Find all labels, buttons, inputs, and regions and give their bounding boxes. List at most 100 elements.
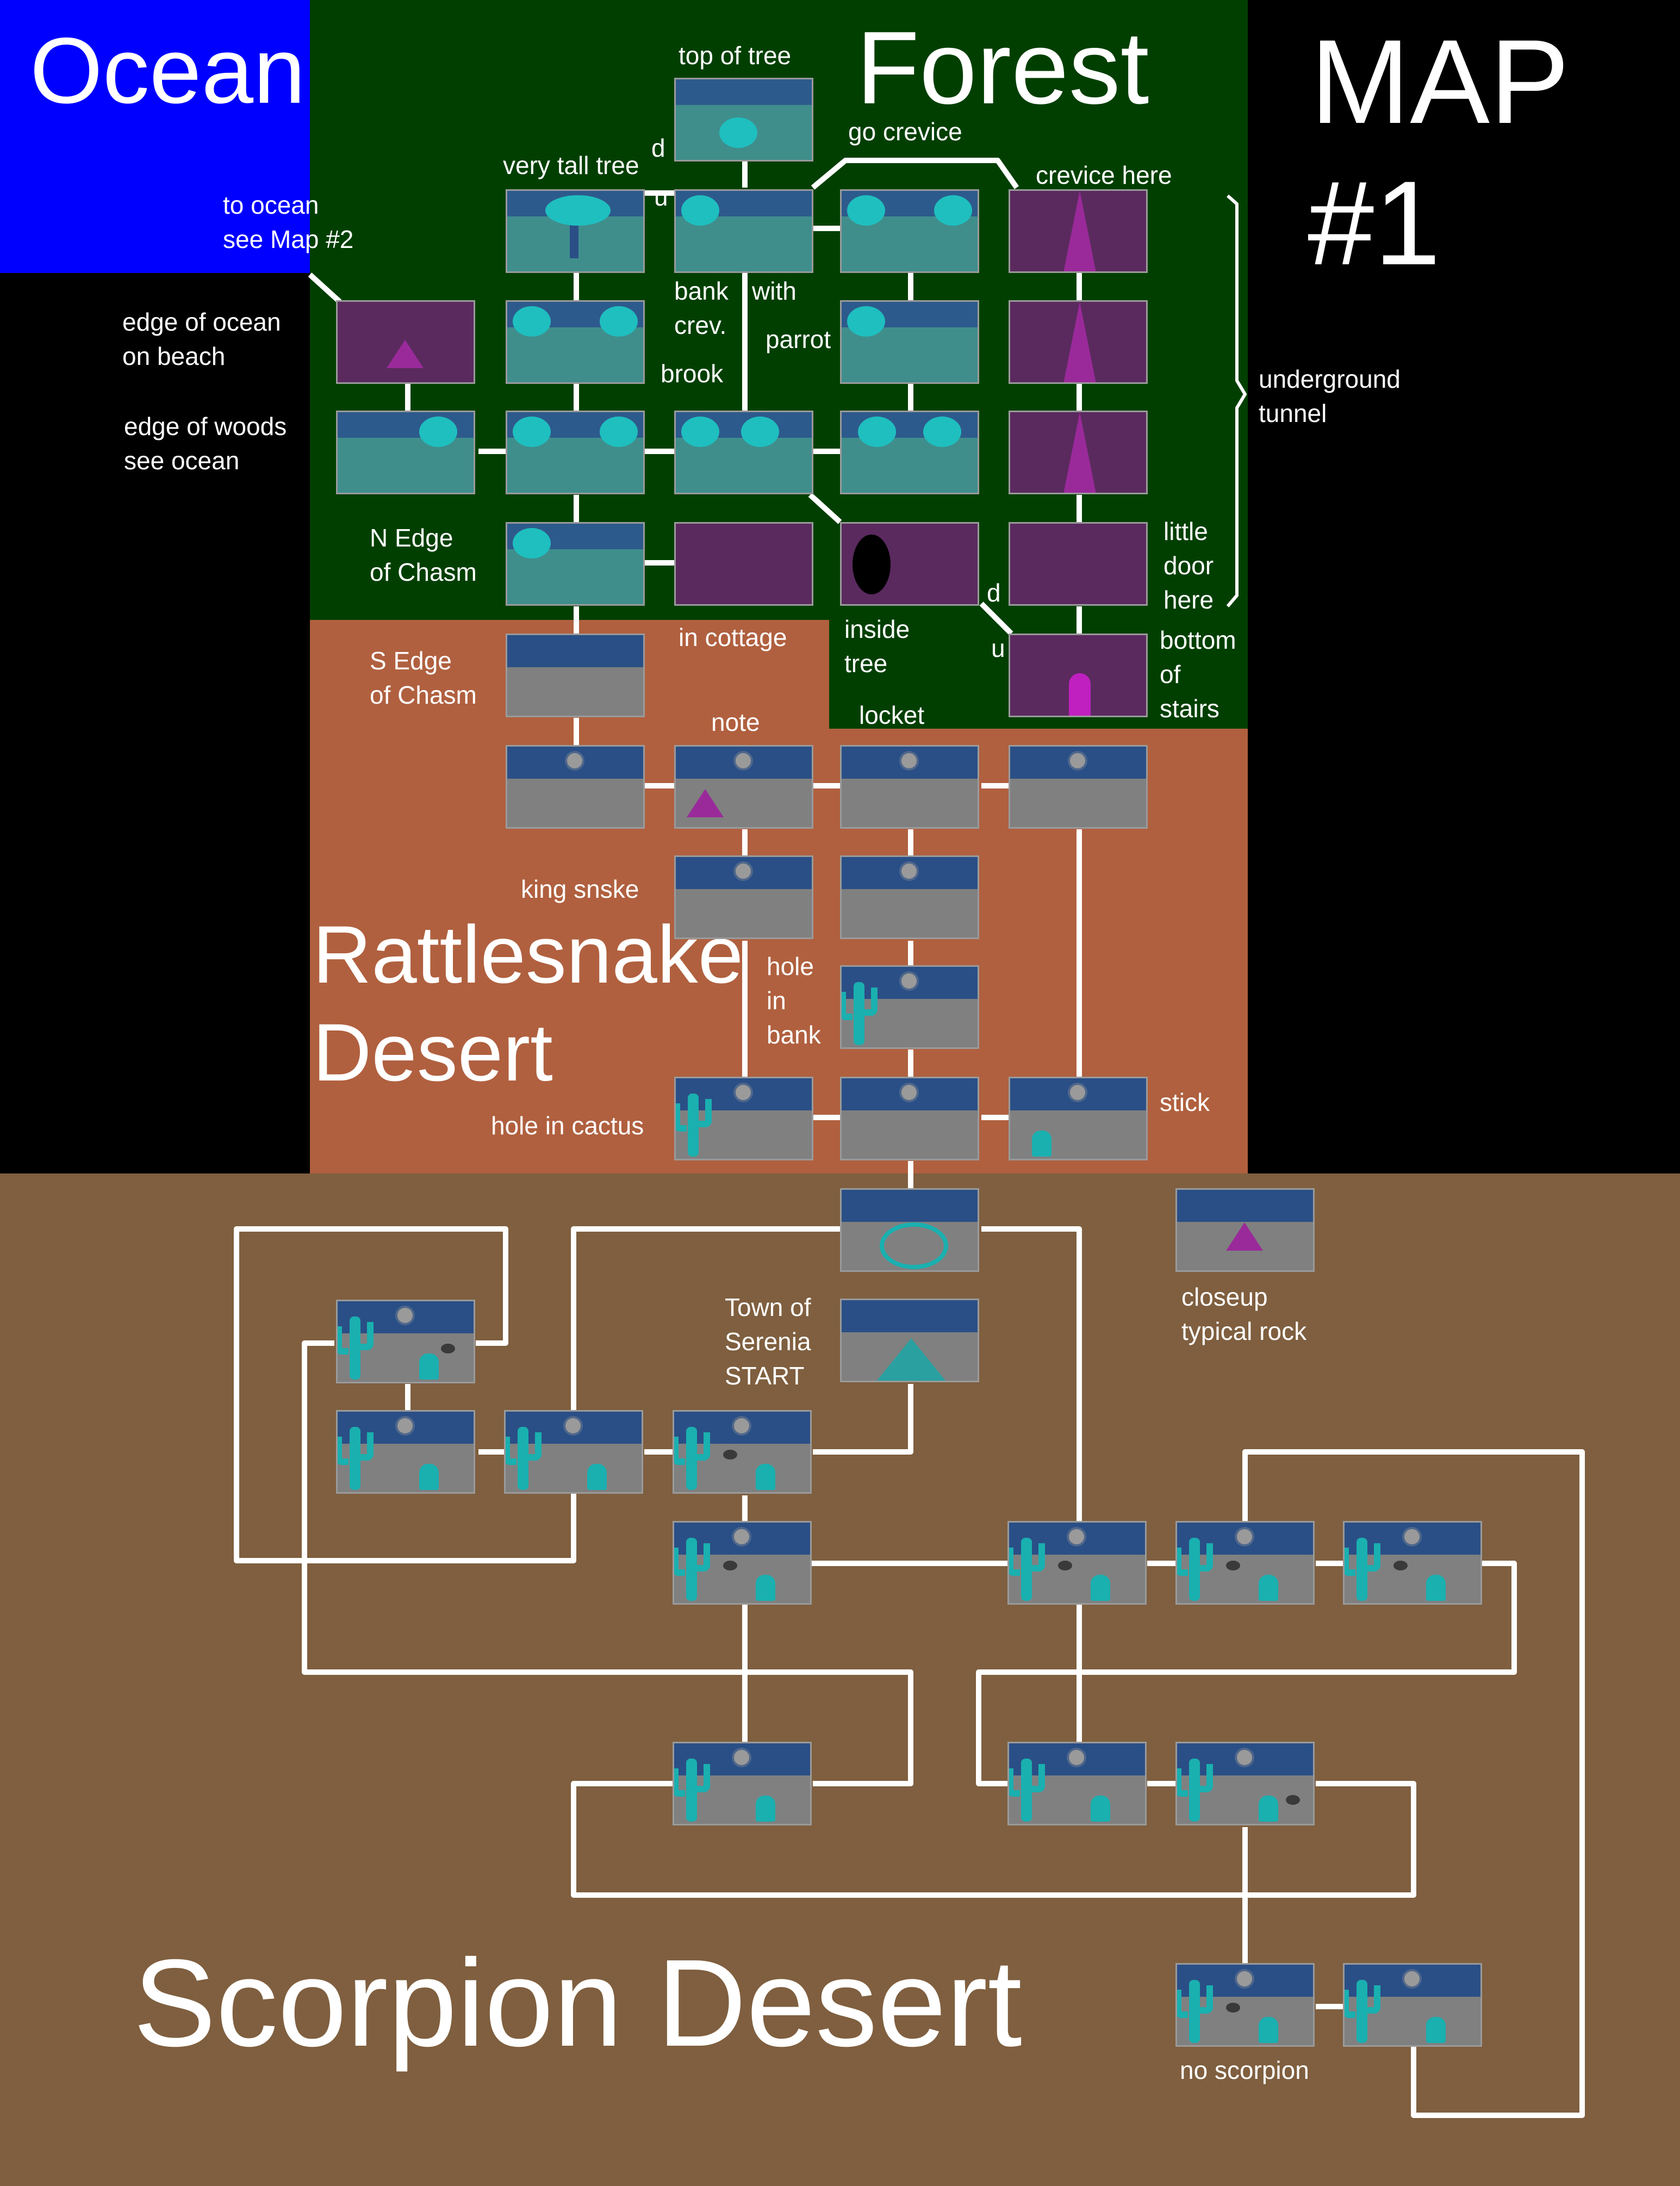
- label-bottom-2: of: [1160, 660, 1181, 688]
- label-parrot: parrot: [766, 325, 831, 353]
- scene-very-tall-tree[interactable]: [506, 189, 645, 273]
- label-edge-of-woods-2: see ocean: [124, 446, 240, 475]
- label-to-ocean-2: see Map #2: [223, 225, 354, 253]
- label-brook: brook: [661, 359, 724, 388]
- scene-scorpion-3[interactable]: [504, 1410, 643, 1494]
- scene-closeup-rock[interactable]: [1175, 1188, 1315, 1272]
- label-town-2: Serenia: [725, 1327, 811, 1356]
- label-hole-in-bank-3: bank: [767, 1021, 821, 1049]
- label-bottom-3: stairs: [1160, 694, 1219, 723]
- scene-top-of-tree[interactable]: [674, 78, 813, 162]
- scorpion-title: Scorpion Desert: [133, 1934, 1022, 2072]
- scene-edge-of-woods[interactable]: [336, 411, 475, 494]
- ocean-title: Ocean: [30, 18, 306, 123]
- forest-title: Forest: [856, 10, 1149, 126]
- label-king-snake: king snske: [521, 875, 639, 903]
- label-inside-tree-2: tree: [844, 649, 888, 678]
- scene-scorpion-5[interactable]: [673, 1521, 812, 1605]
- label-edge-of-ocean-2: on beach: [122, 342, 226, 370]
- scene-bottom-of-stairs[interactable]: [1009, 634, 1148, 717]
- label-to-ocean-1: to ocean: [223, 191, 319, 219]
- scene-hole-in-cactus[interactable]: [674, 1077, 813, 1160]
- scene-desert-2[interactable]: [1009, 745, 1148, 829]
- scene-parrot[interactable]: [840, 300, 979, 384]
- scene-scorpion-11[interactable]: [1175, 1742, 1315, 1825]
- scene-scorpion-1[interactable]: [336, 1300, 475, 1383]
- map-title-line1: MAP: [1310, 15, 1570, 148]
- label-no-scorpion: no scorpion: [1180, 2056, 1309, 2084]
- scene-crevice-here[interactable]: [1009, 189, 1148, 273]
- scene-hole-in-bank[interactable]: [840, 965, 979, 1049]
- scene-locket[interactable]: [840, 745, 979, 829]
- scene-scorpion-6[interactable]: [1007, 1521, 1147, 1605]
- label-underground-2: tunnel: [1259, 399, 1327, 427]
- scene-scorpion-7[interactable]: [1175, 1521, 1315, 1605]
- rattlesnake-title-line1: Rattlesnake: [313, 909, 744, 1000]
- scene-in-cottage[interactable]: [674, 522, 813, 606]
- label-closeup-2: typical rock: [1181, 1317, 1307, 1345]
- label-s-edge-2: of Chasm: [370, 681, 477, 709]
- rattlesnake-title-line2: Desert: [313, 1007, 553, 1098]
- label-bottom-1: bottom: [1160, 626, 1236, 654]
- label-very-tall-tree: very tall tree: [503, 151, 639, 179]
- scene-scorpion-10[interactable]: [1007, 1742, 1147, 1825]
- scene-brook[interactable]: [506, 300, 645, 384]
- label-edge-of-woods-1: edge of woods: [124, 412, 287, 440]
- label-in-cottage: in cottage: [679, 623, 787, 651]
- label-little-door-3: here: [1163, 586, 1214, 614]
- label-with: with: [752, 277, 797, 305]
- label-hole-in-bank-1: hole: [767, 952, 814, 980]
- label-edge-of-ocean-1: edge of ocean: [122, 308, 281, 336]
- label-locket: locket: [859, 701, 925, 729]
- scene-edge-of-ocean[interactable]: [336, 300, 475, 384]
- scene-go-crevice[interactable]: [840, 189, 979, 273]
- label-town-3: START: [725, 1362, 805, 1390]
- label-u-1: u: [654, 183, 668, 211]
- label-bank-crev-2: crev.: [674, 311, 727, 339]
- scene-king-snake[interactable]: [674, 855, 813, 939]
- label-d-2: d: [987, 579, 1001, 607]
- scene-forest-east[interactable]: [840, 411, 979, 494]
- scene-no-scorpion[interactable]: [1175, 1963, 1315, 2047]
- scene-scorpion-12[interactable]: [1343, 1963, 1482, 2047]
- scene-gnome[interactable]: [506, 411, 645, 494]
- scene-stick[interactable]: [1009, 1077, 1148, 1160]
- label-u-2: u: [991, 634, 1005, 662]
- scene-s-edge-of-chasm[interactable]: [506, 634, 645, 717]
- scene-tunnel-1[interactable]: [1009, 300, 1148, 384]
- label-n-edge-1: N Edge: [370, 524, 453, 552]
- map-title-line2: #1: [1308, 156, 1441, 290]
- scene-desert-1[interactable]: [506, 745, 645, 829]
- label-hole-in-bank-2: in: [767, 986, 786, 1015]
- scene-note[interactable]: [674, 745, 813, 829]
- scene-rattlesnake[interactable]: [840, 1188, 979, 1272]
- scene-town-of-serenia[interactable]: [840, 1299, 979, 1382]
- scene-scorpion-9[interactable]: [673, 1742, 812, 1825]
- label-note: note: [711, 708, 760, 736]
- label-s-edge-1: S Edge: [370, 647, 452, 675]
- scene-tunnel-2[interactable]: [1009, 411, 1148, 494]
- label-d-1: d: [651, 134, 665, 162]
- scene-scorpion-4[interactable]: [673, 1410, 812, 1494]
- scene-n-edge-of-chasm[interactable]: [506, 522, 645, 606]
- scene-forest-path[interactable]: [674, 411, 813, 494]
- label-n-edge-2: of Chasm: [370, 558, 477, 586]
- label-bank-crev-1: bank: [674, 277, 729, 305]
- label-little-door-2: door: [1163, 551, 1214, 580]
- scene-bank-crevice[interactable]: [674, 189, 813, 273]
- scene-desert-3[interactable]: [840, 855, 979, 939]
- scene-scorpion-2[interactable]: [336, 1410, 475, 1494]
- label-stick: stick: [1160, 1088, 1210, 1116]
- label-crevice-here: crevice here: [1036, 161, 1172, 189]
- label-closeup-1: closeup: [1181, 1283, 1268, 1311]
- scene-scorpion-8[interactable]: [1343, 1521, 1482, 1605]
- scene-desert-4[interactable]: [840, 1077, 979, 1160]
- scene-little-door[interactable]: [1009, 522, 1148, 606]
- label-hole-in-cactus: hole in cactus: [491, 1111, 644, 1140]
- label-inside-tree-1: inside: [844, 615, 910, 643]
- scene-inside-tree[interactable]: [840, 522, 979, 606]
- label-little-door-1: little: [1163, 517, 1208, 545]
- label-go-crevice: go crevice: [848, 117, 962, 146]
